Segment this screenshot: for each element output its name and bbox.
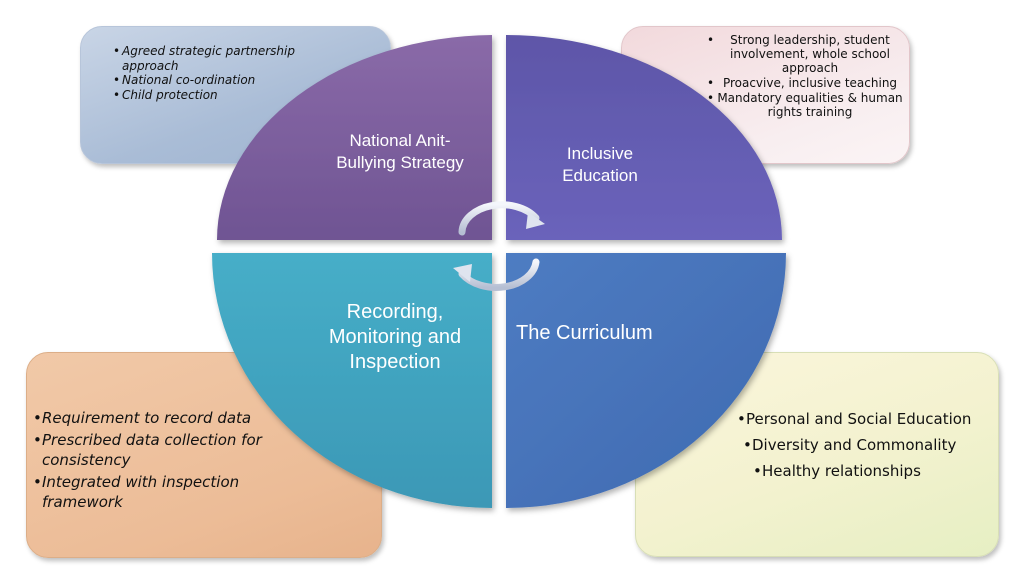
quadrant-bottom-left xyxy=(212,253,492,508)
list-item: Proacvive, inclusive teaching xyxy=(707,76,904,90)
list-item: Requirement to record data xyxy=(33,408,282,428)
list-item: National co-ordination xyxy=(113,73,322,88)
list-item: Mandatory equalities & human rights trai… xyxy=(707,91,904,119)
quadrant-label-curriculum: The Curriculum xyxy=(516,322,653,344)
quadrant-label-inclusive-education: Inclusive Education xyxy=(562,144,638,185)
list-item: Agreed strategic partnership approach xyxy=(113,44,322,73)
quadrant-bottom-right xyxy=(506,253,786,508)
quadrant-top-right xyxy=(506,35,782,240)
quadrant-label-recording: Recording, Monitoring and Inspection xyxy=(328,301,462,373)
quadrant-label-strategy: National Anit-Bullying Strategy xyxy=(336,131,464,172)
quadrant-top-left xyxy=(217,35,492,240)
list-item: Diversity and Commonality xyxy=(743,435,992,455)
list-item: Child protection xyxy=(113,88,322,103)
list-item: Personal and Social Education xyxy=(737,409,986,429)
list-item: Prescribed data collection for consisten… xyxy=(33,430,282,470)
list-item: Strong leadership, student involvement, … xyxy=(707,33,904,75)
list-item: Healthy relationships xyxy=(753,461,1002,481)
list-item: Integrated with inspection framework xyxy=(33,472,282,512)
cycle-arrows-icon xyxy=(453,201,545,291)
